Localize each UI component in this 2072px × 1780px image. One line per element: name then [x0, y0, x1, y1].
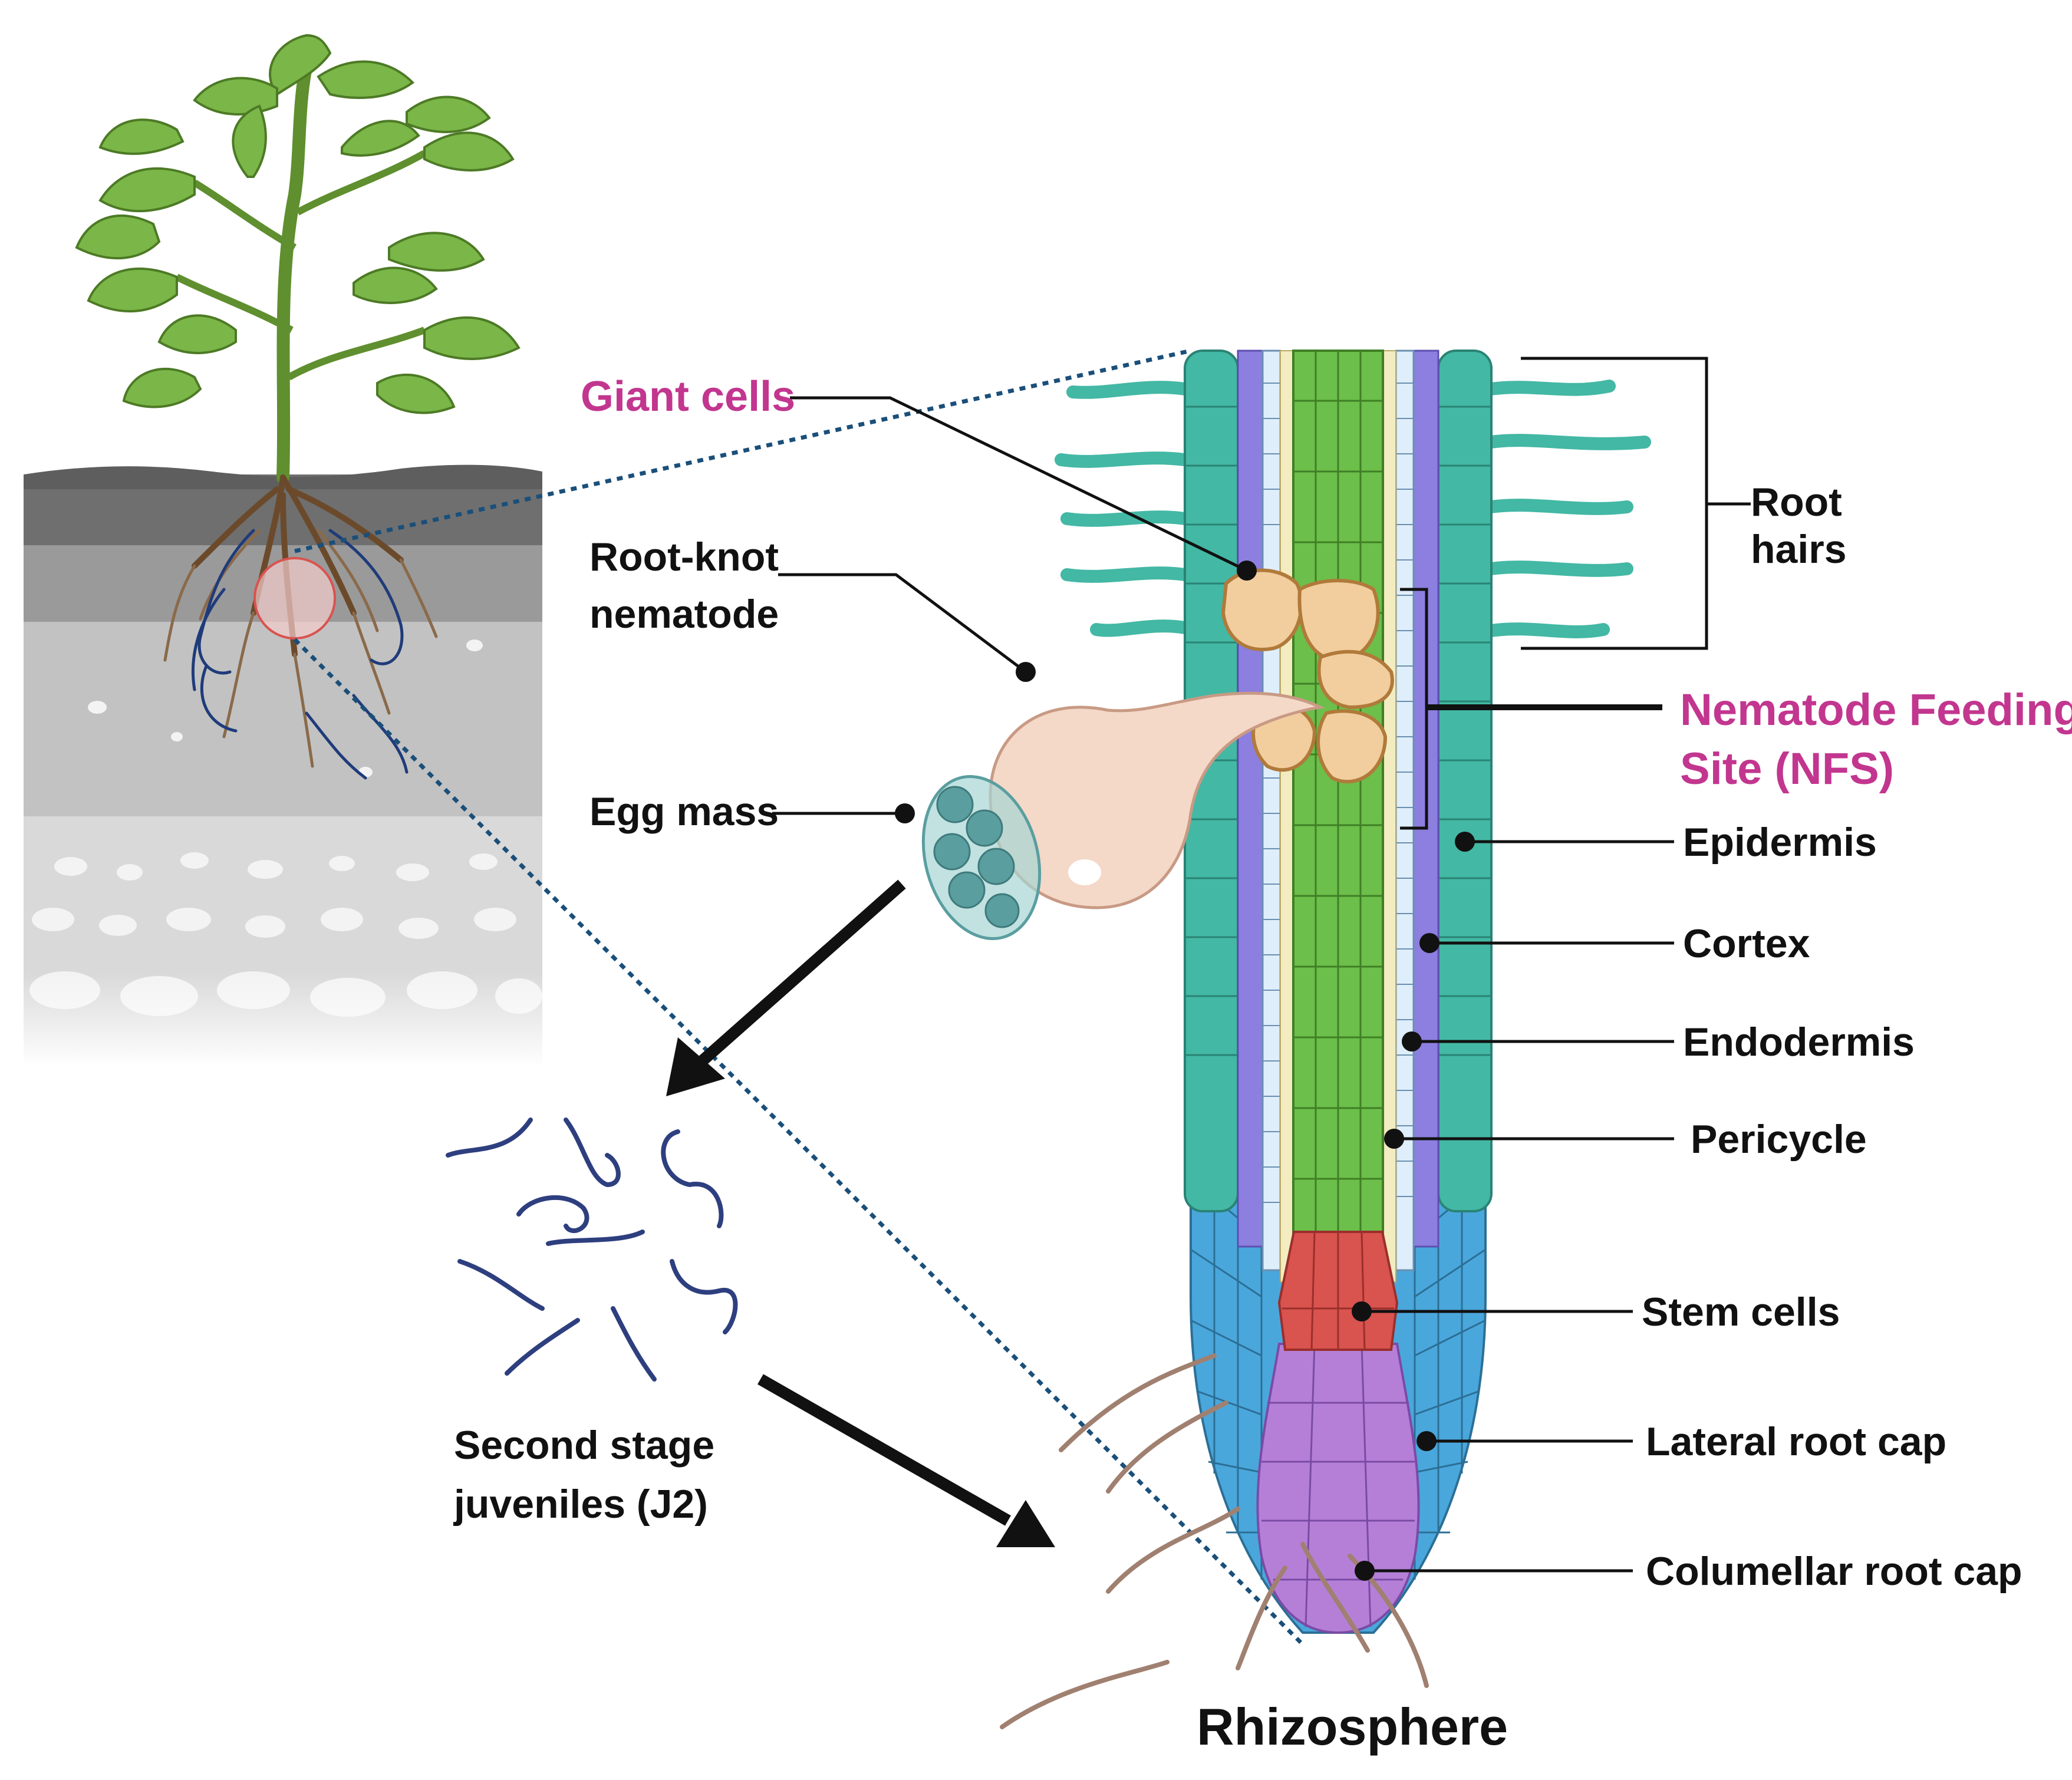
- endodermis-right: [1395, 350, 1415, 1271]
- root-section: [1000, 350, 1651, 1729]
- leader-dots: [895, 561, 1475, 1581]
- label-rhizosphere: Rhizosphere: [1197, 1697, 1508, 1756]
- label-columellar-root-cap: Columellar root cap: [1646, 1549, 2022, 1594]
- egg-mass: [921, 775, 1042, 940]
- soil-section: [24, 464, 542, 1067]
- lifecycle-arrows: [666, 879, 1055, 1547]
- label-root-hairs-line2: hairs: [1751, 527, 1847, 572]
- label-stem-cells: Stem cells: [1642, 1290, 1840, 1334]
- label-root-hairs-line1: Root: [1751, 480, 1842, 525]
- label-cortex: Cortex: [1683, 921, 1810, 966]
- label-pericycle: Pericycle: [1691, 1117, 1867, 1162]
- label-lateral-root-cap: Lateral root cap: [1646, 1419, 1946, 1464]
- label-epidermis: Epidermis: [1683, 820, 1877, 865]
- label-endodermis: Endodermis: [1683, 1020, 1915, 1064]
- plant-stem: [276, 58, 313, 484]
- plant-leaves: [75, 34, 521, 414]
- zoom-circle: [253, 557, 336, 640]
- second-stage-juveniles: [446, 1118, 738, 1382]
- soil-layer-3: [24, 622, 542, 816]
- labels: Giant cells Root-knot nematode Egg mass …: [453, 373, 2072, 1756]
- label-nfs-line2: Site (NFS): [1680, 744, 1894, 794]
- plant-root-system: [163, 474, 438, 780]
- tomato-plant: [75, 34, 521, 484]
- label-j2-line1: Second stage: [454, 1423, 714, 1468]
- root-hairs: [1055, 380, 1651, 638]
- zoom-lines: [293, 348, 1305, 1646]
- label-egg-mass: Egg mass: [589, 789, 779, 834]
- epidermis-right: [1437, 350, 1493, 1212]
- label-giant-cells: Giant cells: [581, 373, 795, 420]
- label-root-knot-line2: nematode: [589, 592, 779, 637]
- rhizosphere-filaments: [1000, 1353, 1429, 1729]
- cortex-left: [1237, 350, 1264, 1248]
- leader-lines: [772, 357, 1751, 1573]
- arrow-to-juveniles-icon: [666, 1037, 725, 1096]
- label-nfs-line1: Nematode Feeding: [1680, 685, 2072, 735]
- label-root-knot-line1: Root-knot: [589, 535, 779, 579]
- label-j2-line2: juveniles (J2): [453, 1482, 708, 1527]
- columellar-root-cap: [1256, 1343, 1420, 1634]
- pericycle-left: [1280, 350, 1294, 1283]
- endodermis-left: [1261, 350, 1282, 1271]
- arrow-to-rhizosphere-icon: [996, 1500, 1055, 1547]
